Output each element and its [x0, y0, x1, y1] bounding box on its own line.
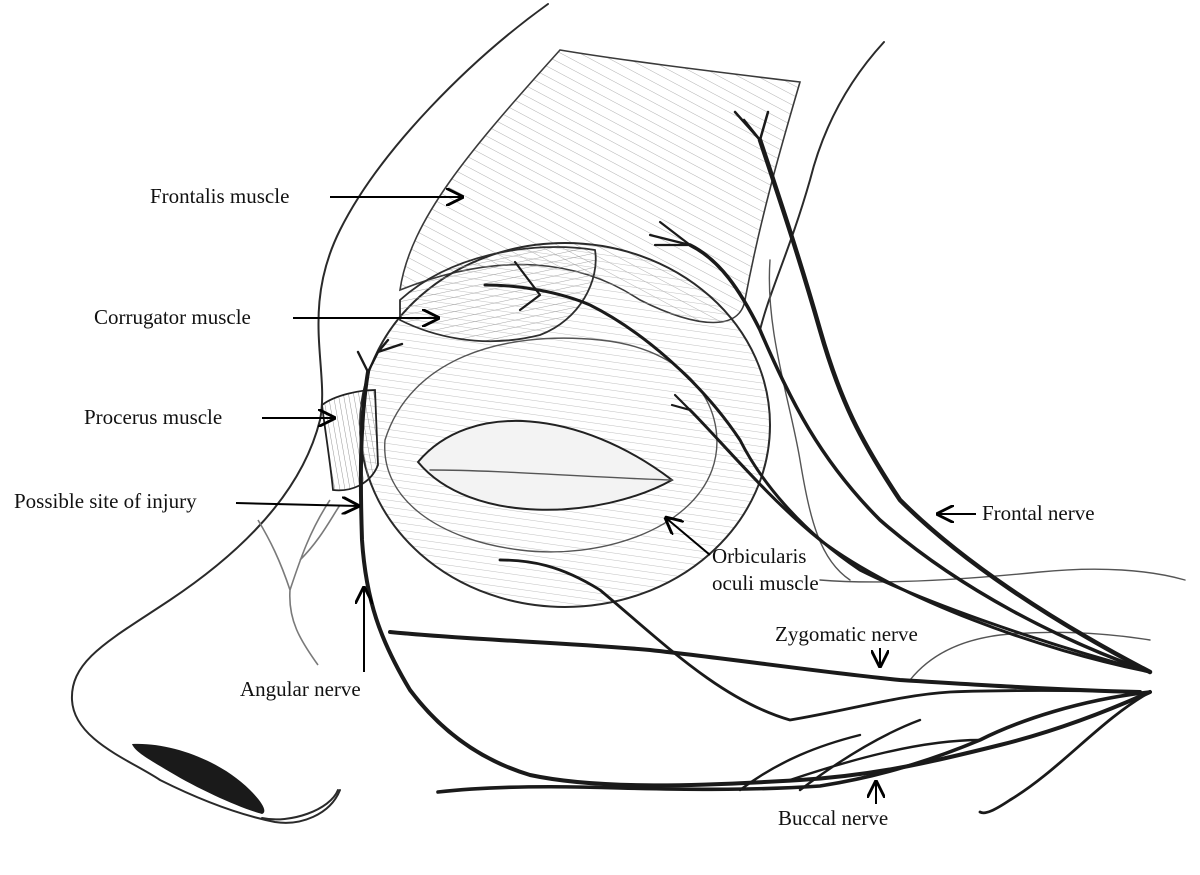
arrow-orbicularis [666, 518, 711, 556]
zygomatic-nerve [388, 558, 1142, 722]
face-inner-contour [768, 259, 851, 581]
eyelid-crease [429, 469, 673, 481]
label-frontal-nerve-text: Frontal nerve [982, 501, 1095, 525]
procerus-muscle [321, 389, 379, 492]
frontal-nerve [483, 110, 1153, 675]
label-corrugator-text: Corrugator muscle [94, 305, 251, 329]
angular-nerve [356, 338, 1152, 788]
label-procerus: Procerus muscle [84, 405, 334, 429]
face-profile-outline [70, 3, 549, 824]
temple-outline [759, 41, 885, 331]
label-angular-text: Angular nerve [240, 677, 361, 701]
cheek-contour [819, 568, 1186, 583]
label-orbicularis: Orbicularis oculi muscle [666, 518, 819, 595]
buccal-nerve [436, 690, 1152, 815]
alar-rim [261, 789, 339, 821]
label-buccal-nerve: Buccal nerve [778, 782, 888, 830]
label-injury-text: Possible site of injury [14, 489, 197, 513]
label-frontalis: Frontalis muscle [150, 184, 462, 208]
orbit-inner-ring [384, 337, 718, 553]
label-orbicularis-text-2: oculi muscle [712, 571, 819, 595]
label-zygomatic-nerve-text: Zygomatic nerve [775, 622, 918, 646]
label-zygomatic-nerve: Zygomatic nerve [775, 622, 918, 666]
zygoma-contour [909, 631, 1151, 681]
label-injury: Possible site of injury [14, 489, 358, 513]
label-buccal-nerve-text: Buccal nerve [778, 806, 888, 830]
label-angular: Angular nerve [240, 588, 364, 701]
label-frontalis-text: Frontalis muscle [150, 184, 289, 208]
nostril [132, 743, 265, 814]
nasal-vessels [257, 499, 341, 666]
label-procerus-text: Procerus muscle [84, 405, 222, 429]
label-orbicularis-text-1: Orbicularis [712, 544, 806, 568]
corrugator-muscle [399, 246, 597, 343]
label-frontal-nerve: Frontal nerve [938, 501, 1095, 525]
arrow-injury [235, 503, 358, 506]
label-corrugator: Corrugator muscle [94, 305, 438, 329]
